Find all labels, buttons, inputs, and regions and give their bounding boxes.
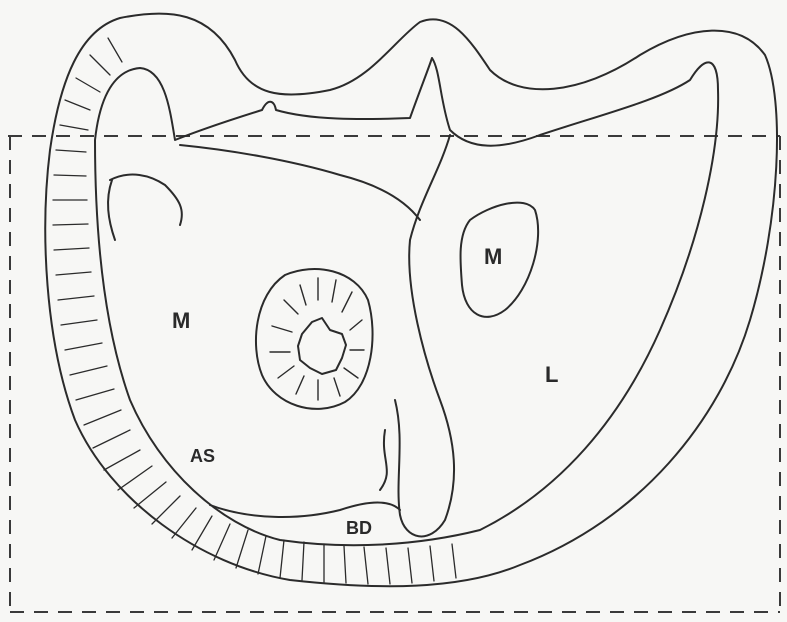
label-m-right: M bbox=[484, 244, 502, 269]
bd-wave bbox=[210, 503, 400, 517]
label-l: L bbox=[545, 362, 558, 387]
label-m-left: M bbox=[172, 308, 190, 333]
fold-line-lower bbox=[380, 430, 387, 490]
upper-ridge bbox=[180, 145, 420, 220]
left-ridge bbox=[110, 175, 182, 225]
inner-contour bbox=[95, 58, 718, 545]
inner-crease bbox=[108, 180, 115, 240]
label-bd: BD bbox=[346, 518, 372, 538]
central-ring-outer bbox=[256, 269, 373, 409]
central-ring-inner bbox=[298, 318, 346, 374]
dashed-frame bbox=[8, 136, 780, 612]
outer-contour bbox=[45, 14, 777, 587]
ring-hatching bbox=[270, 278, 364, 400]
label-as: AS bbox=[190, 446, 215, 466]
central-lobe bbox=[395, 135, 454, 536]
wall-hatching bbox=[53, 38, 456, 584]
